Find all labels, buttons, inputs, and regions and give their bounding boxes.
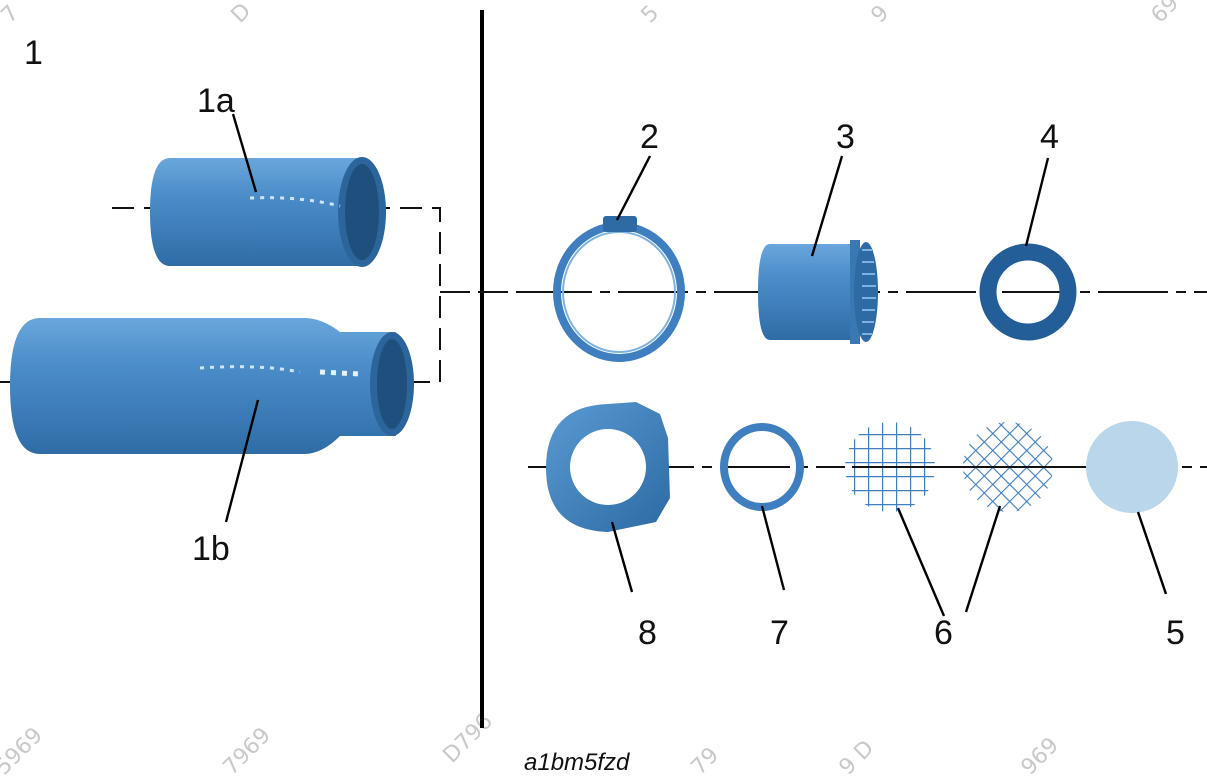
svg-text:5969: 5969: [0, 723, 48, 780]
svg-text:69: 69: [1147, 0, 1184, 28]
leader-8: [610, 521, 634, 593]
leader-6b: [964, 505, 1002, 613]
callout-5: 5: [1166, 614, 1185, 652]
leader-1b: [224, 399, 260, 523]
sleeve-1a-illustration: [150, 157, 386, 267]
svg-text:D796: D796: [439, 709, 498, 768]
leader-6a: [896, 507, 946, 617]
sleeve-1b-illustration: [10, 318, 414, 454]
svg-text:9 D: 9 D: [835, 736, 880, 780]
callout-1a: 1a: [197, 82, 235, 120]
callout-6: 6: [934, 614, 953, 652]
svg-text:969: 969: [1017, 733, 1064, 780]
svg-text:D: D: [227, 0, 257, 28]
leader-7: [760, 505, 786, 591]
svg-text:7: 7: [0, 1, 24, 29]
threaded-socket-illustration: [758, 240, 878, 344]
callout-7: 7: [770, 614, 789, 652]
callout-1: 1: [24, 34, 43, 72]
leader-1a: [231, 113, 258, 193]
leader-2: [615, 155, 652, 221]
nut-illustration: [546, 402, 670, 532]
svg-text:5: 5: [637, 1, 665, 29]
callout-1b: 1b: [192, 530, 230, 568]
callout-4: 4: [1040, 118, 1059, 156]
callout-2: 2: [640, 118, 659, 156]
leader-3: [810, 155, 844, 257]
seal-ring-illustration: [979, 243, 1077, 341]
leader-4: [1024, 157, 1050, 247]
callout-8: 8: [638, 614, 657, 652]
reference-code: a1bm5fzd: [524, 749, 630, 776]
svg-text:9: 9: [867, 1, 895, 29]
svg-text:7969: 7969: [219, 723, 276, 780]
callout-3: 3: [836, 118, 855, 156]
hose-clamp-illustration: [553, 216, 685, 362]
leader-5: [1136, 511, 1168, 595]
svg-text:79: 79: [687, 743, 724, 780]
filter-pad-illustration: [1086, 421, 1178, 513]
